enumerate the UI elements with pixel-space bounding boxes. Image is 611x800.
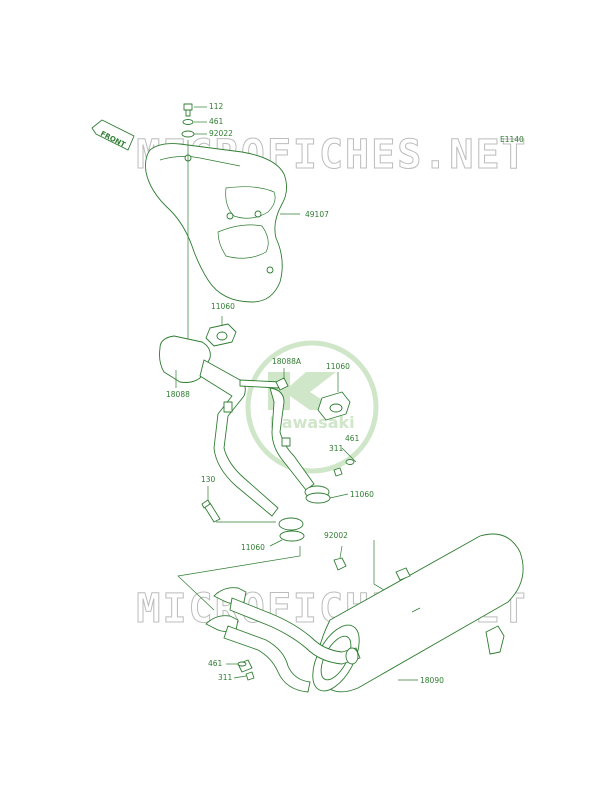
kawasaki-logo: Kawasaki [245,340,379,474]
heat-guard [145,143,300,303]
muffler-pipe [205,587,361,693]
callout-11060-mid: 11060 [350,490,374,499]
gasket-right [317,372,351,421]
bolt-stack [181,103,207,138]
gasket-mid [305,492,349,504]
bolt-92002 [333,545,347,571]
leader-muffler-right [373,540,385,591]
callout-11060-upper: 11060 [211,302,235,311]
callout-130: 130 [201,475,216,484]
front-arrow-icon: FRONT [91,119,135,151]
callout-461-top: 461 [209,117,224,126]
gasket-lower [269,530,305,547]
callout-18088A: 18088A [272,357,302,366]
callout-92002: 92002 [324,531,348,540]
callout-49107: 49107 [305,210,329,219]
callout-18088: 18088 [166,390,190,399]
nut-washer-lower [226,661,255,681]
nut-washer-right [333,447,357,477]
callout-92022: 92022 [209,129,233,138]
pipe-bracket [275,368,289,391]
diagram-code: E1140 [500,135,524,144]
callout-11060-right: 11060 [326,362,350,371]
callout-461-lower: 461 [208,659,223,668]
callout-311-right: 311 [329,444,344,453]
callout-11060-lower: 11060 [241,543,265,552]
callout-18090: 18090 [420,676,444,685]
leader-muffler-left [177,546,301,611]
exhaust-pipe [159,335,330,531]
callout-311-lower: 311 [218,673,233,682]
callout-461-right: 461 [345,434,360,443]
gasket-upper [205,316,237,347]
callout-112: 112 [209,102,224,111]
bolt-130 [201,486,276,523]
